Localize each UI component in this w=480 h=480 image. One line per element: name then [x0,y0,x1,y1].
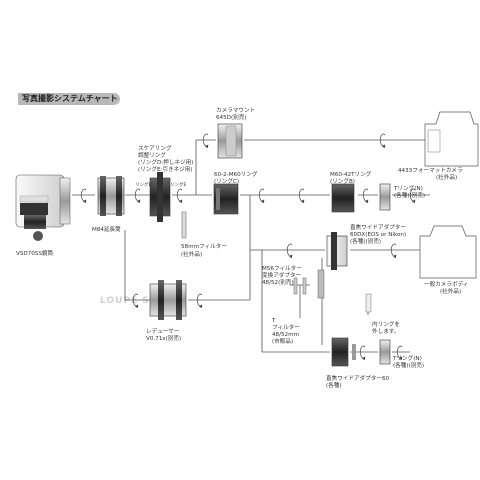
chart-title: 写真撮影システムチャート [22,94,118,103]
filter-58mm [181,211,187,239]
rotation-marks [81,133,416,361]
label-60dx-1: 直焦ワイドアダプター [350,223,406,231]
general-camera-body [419,225,477,279]
inner-ring [365,293,372,313]
label-ring-d: リングD [135,181,152,188]
chart-title-bar: 写真撮影システムチャート [18,93,120,105]
label-reducer-2: V0.71x(別売) [146,334,181,342]
scope-body [15,174,71,241]
label-mount-title: カメラマウント [216,106,255,114]
label-filter58: 58mmフィルター [181,242,227,250]
label-ring-c-sub: (リングC) [214,177,239,185]
label-m56-2: 変換アダプター [262,271,302,279]
label-ring-line3: (リングD:押しネジ用) [138,158,193,166]
label-inner-ring-1: 内リングを [372,320,400,328]
label-m56-1: M56フィルター [262,264,302,272]
label-m84: M84延長筒 [92,225,121,233]
label-m60-sub: (リングB) [330,177,355,185]
watermark-text: LOUPE STUDIO [100,296,187,306]
adapter-60 [331,337,356,367]
label-ring-title: スケアリング [138,144,172,152]
label-reducer-1: レデューサー [146,327,180,335]
label-tring-top: Tリング(N) [393,184,423,192]
label-adapter60-1: 直焦ワイドアダプター60 [326,374,389,382]
label-camera4433: 4433フォーマットカメラ [398,167,463,174]
label-m60-title: M60-42Tリング [330,170,372,178]
label-ring-c-title: 60-2-M60リング [214,170,258,178]
label-adapter60-2: (各種) [326,381,342,389]
label-general-camera: 一般カメラボディ [424,280,468,288]
label-ring-line4: (リングE:引きネジ用) [138,165,193,173]
ring-b [331,183,355,213]
label-filter-t-2: フィルター [272,323,300,331]
label-filter-t-3: 48/52mm [272,332,299,338]
m56-filter-adapter [293,269,325,299]
camera-mount-645d [217,123,243,159]
label-ring-e: リングE [170,181,186,188]
label-filter-t-1: T [271,318,276,324]
label-tring-bottom: Tリング(N) [392,354,422,362]
t-ring-bottom [379,339,391,365]
label-filter58-note: (社外品) [181,250,202,258]
adapter-60dx [326,232,348,270]
label-general-camera-sub: (社外品) [440,287,461,295]
squaring-ring [149,172,171,222]
m84-extension-tube [97,176,125,216]
label-scope: VSD70SS鏡筒 [16,249,53,257]
label-60dx-2: 60DX(EOS or Nikon) [350,232,406,238]
camera-4433 [424,111,479,167]
label-60dx-3: (各種)(別売) [350,237,381,245]
label-camera4433-sub: (社外品) [436,173,457,181]
label-ring-line2: 調整リング [138,151,166,159]
label-inner-ring-2: 外します。 [372,327,399,335]
ring-c [213,183,239,215]
t-ring-top [379,183,391,211]
label-tring-top-sub: (各種)(別売) [394,191,425,199]
reducer-071x [149,280,187,320]
label-m56-3: 48/52(別売) [262,278,294,286]
label-filter-t-4: (市販品) [272,337,293,345]
label-mount-sub: 645D(別売) [216,113,247,121]
label-tring-bottom-sub: (各種)(別売) [393,361,424,369]
